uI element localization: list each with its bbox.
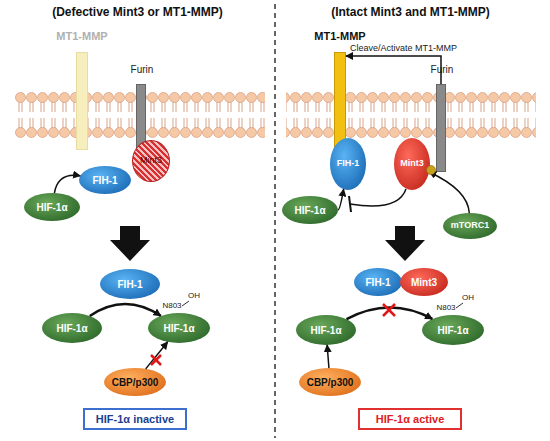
ellipse-shape: Mint3: [400, 268, 448, 296]
rect-shape: HIF-1α inactive: [83, 408, 187, 430]
ellipse-shape: HIF-1α: [42, 313, 102, 343]
protein-ellipse: mTORC1: [443, 213, 497, 239]
node-label: HIF-1α: [294, 205, 325, 216]
ellipse-shape: HIF-1α: [282, 196, 338, 224]
node-label: Mint3: [400, 159, 424, 169]
protein-ellipse: HIF-1α: [296, 315, 356, 345]
ellipse-shape: HIF-1α: [296, 315, 356, 345]
node-label: MT1-MMP: [310, 30, 370, 42]
ellipse-shape: Mint3: [132, 140, 170, 182]
node-label: FIH-1: [93, 175, 118, 186]
ellipse-shape: FIH-1: [354, 268, 402, 296]
divider-line: [274, 4, 276, 438]
protein-ellipse: CBP/p300: [299, 368, 361, 396]
node-label: HIF-1α active: [376, 413, 445, 425]
block-cross: [383, 304, 395, 316]
block-arrow: [110, 226, 150, 261]
node-label: CBP/p300: [307, 377, 354, 388]
panel-heading: (Defective Mint3 or MT1-MMP): [10, 6, 265, 19]
ellipse-shape: mTORC1: [443, 213, 497, 239]
ellipse-shape: FIH-1: [100, 269, 160, 299]
ellipse-shape: FIH-1: [79, 166, 131, 194]
protein-ellipse: HIF-1α N803OH: [148, 292, 210, 345]
status-box: HIF-1α inactive: [83, 408, 187, 430]
arrow-connector: [347, 307, 433, 319]
phosphate-dot: [427, 166, 436, 175]
arrow-connector: [327, 345, 329, 368]
arrow-connector: [338, 189, 344, 210]
node-label: HIF-1α: [36, 202, 67, 213]
node-label: FIH-1: [118, 279, 143, 290]
protein-ellipse: Mint3: [400, 268, 448, 296]
arrow-connector: [146, 342, 168, 369]
protein-ellipse: FIH-1: [79, 166, 131, 194]
ellipse-shape: HIF-1α: [422, 315, 484, 345]
inhibition-line: [350, 189, 406, 206]
protein-ellipse: HIF-1α: [24, 193, 80, 221]
block-cross: [151, 355, 161, 365]
ellipse-shape: CBP/p300: [299, 368, 361, 396]
status-box: HIF-1α active: [358, 408, 462, 430]
ellipse-shape: HIF-1α: [148, 313, 210, 343]
rect-shape: HIF-1α active: [358, 408, 462, 430]
node-label: N803: [434, 304, 458, 313]
membrane-protein: MT1-MMP: [52, 30, 112, 152]
node-label: HIF-1α: [437, 325, 468, 336]
node-label: HIF-1α: [310, 325, 341, 336]
node-label: Furin: [122, 64, 162, 75]
rect-shape: [334, 52, 346, 150]
node-label: OH: [460, 294, 476, 303]
node-label: CBP/p300: [112, 377, 159, 388]
node-label: HIF-1α: [163, 323, 194, 334]
bond-line: [182, 301, 189, 306]
panel-heading: (Intact Mint3 and MT1-MMP): [283, 6, 538, 19]
block-cross: [151, 355, 161, 365]
node-label: MT1-MMP: [52, 30, 112, 42]
ellipse-shape: FIH-1: [330, 138, 366, 190]
ellipse-shape: Mint3: [394, 138, 430, 190]
node-label: Mint3: [140, 156, 162, 166]
node-label: N803: [160, 302, 184, 311]
edge-label: Cleave/Activate MT1-MMP: [334, 44, 474, 54]
protein-ellipse: FIH-1: [354, 268, 402, 296]
arrow-connector: [429, 172, 469, 213]
node-label: OH: [186, 292, 202, 301]
node-label: FIH-1: [337, 159, 360, 169]
ellipse-shape: HIF-1α: [24, 193, 80, 221]
protein-ellipse: FIH-1: [100, 269, 160, 299]
node-label: Mint3: [411, 277, 437, 288]
lipid-bilayer: [286, 92, 536, 138]
node-label: HIF-1α: [56, 323, 87, 334]
arrow-connector: [54, 175, 80, 193]
protein-ellipse: Mint3: [132, 140, 170, 182]
ellipse-shape: CBP/p300: [104, 368, 166, 396]
rect-shape: [436, 84, 446, 172]
protein-ellipse: CBP/p300: [104, 368, 166, 396]
protein-ellipse: FIH-1: [330, 138, 366, 190]
protein-ellipse: HIF-1α N803OH: [422, 294, 484, 347]
protein-ellipse: Mint3: [394, 138, 430, 190]
rect-shape: [76, 52, 88, 150]
node-label: FIH-1: [366, 277, 391, 288]
protein-ellipse: HIF-1α: [282, 196, 338, 224]
inhibition-bar: [349, 196, 351, 212]
bond-line: [456, 303, 463, 308]
block-cross: [383, 304, 395, 316]
node-label: HIF-1α inactive: [96, 413, 174, 425]
node-label: Furin: [422, 64, 462, 75]
arrow-connector: [346, 56, 441, 84]
block-arrow: [385, 226, 425, 261]
arrow-connector: [90, 304, 161, 316]
node-label: mTORC1: [451, 221, 489, 231]
protein-ellipse: HIF-1α: [42, 313, 102, 343]
